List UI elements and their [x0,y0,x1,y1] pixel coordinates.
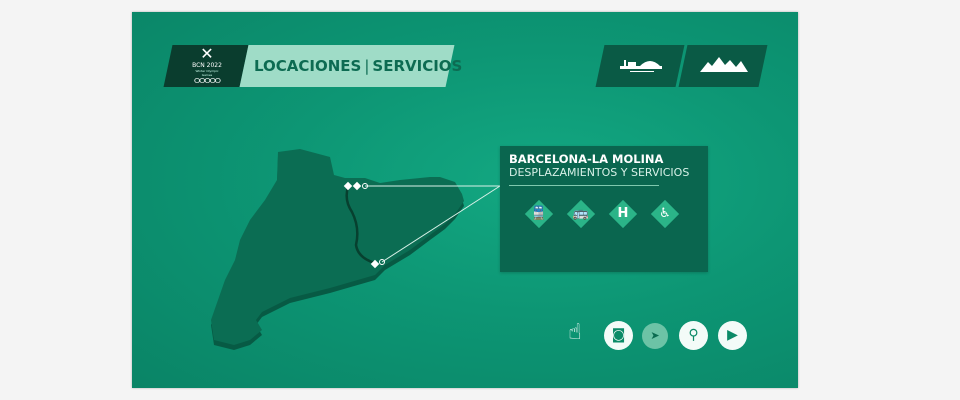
hand-pointer-icon[interactable]: ☝ [568,320,582,345]
train-service-button[interactable]: 🚆 [524,199,554,229]
accessibility-icon: ♿ [659,206,671,221]
location-pin-bottom [379,259,385,265]
catalonia-region [211,149,464,345]
logo-mark: ✕ [200,44,214,63]
hotel-service-button[interactable]: H [608,199,638,229]
train-icon: 🚆 [530,206,548,221]
location-pin-top [362,183,368,189]
panel-subtitle: DESPLAZAMIENTOS Y SERVICIOS [509,166,690,179]
mountains-icon [700,57,748,72]
catalonia-map [211,149,501,350]
olympic-rings-icon: ⵔⵔⵔⵔⵔ [193,77,221,85]
instagram-button[interactable]: ◙ [604,321,633,350]
header-tabs: LOCACIONES|SERVICIOS [254,45,462,87]
instagram-icon: ◙ [611,327,626,343]
accessibility-service-button[interactable]: ♿ [650,199,680,229]
location-marker-barcelona [370,259,380,269]
callout-line-bottom [381,185,501,263]
city-skyline-icon [620,60,662,72]
bus-service-button[interactable]: 🚌 [566,199,596,229]
tab-servicios[interactable]: SERVICIOS [372,57,463,75]
logo-subtitle: Winter Olympic Games [195,69,219,77]
play-button[interactable]: ▶ [718,321,747,350]
zoom-button[interactable]: ⚲ [679,321,708,350]
presentation-stage: ✕ BCN 2022 Winter Olympic Games ⵔⵔⵔⵔⵔ LO… [132,12,798,388]
route-info-panel: BARCELONA-LA MOLINA DESPLAZAMIENTOS Y SE… [500,146,708,272]
route-line [345,186,376,265]
tab-locaciones[interactable]: LOCACIONES [254,57,362,75]
search-icon: ⚲ [688,327,699,343]
logo-year: BCN 2022 [192,62,222,69]
panel-title: BARCELONA-LA MOLINA [509,152,664,166]
cursor-button[interactable]: ➤ [642,323,668,349]
location-marker-la-molina-2 [352,181,362,191]
panel-divider [509,185,659,186]
header-separator: | [364,57,370,75]
bcn-2022-logo: ✕ BCN 2022 Winter Olympic Games ⵔⵔⵔⵔⵔ [190,46,224,88]
play-icon: ▶ [727,327,738,343]
bus-icon: 🚌 [572,206,590,221]
hotel-icon: H [617,206,629,221]
location-marker-la-molina [343,181,353,191]
cursor-icon: ➤ [650,329,660,342]
